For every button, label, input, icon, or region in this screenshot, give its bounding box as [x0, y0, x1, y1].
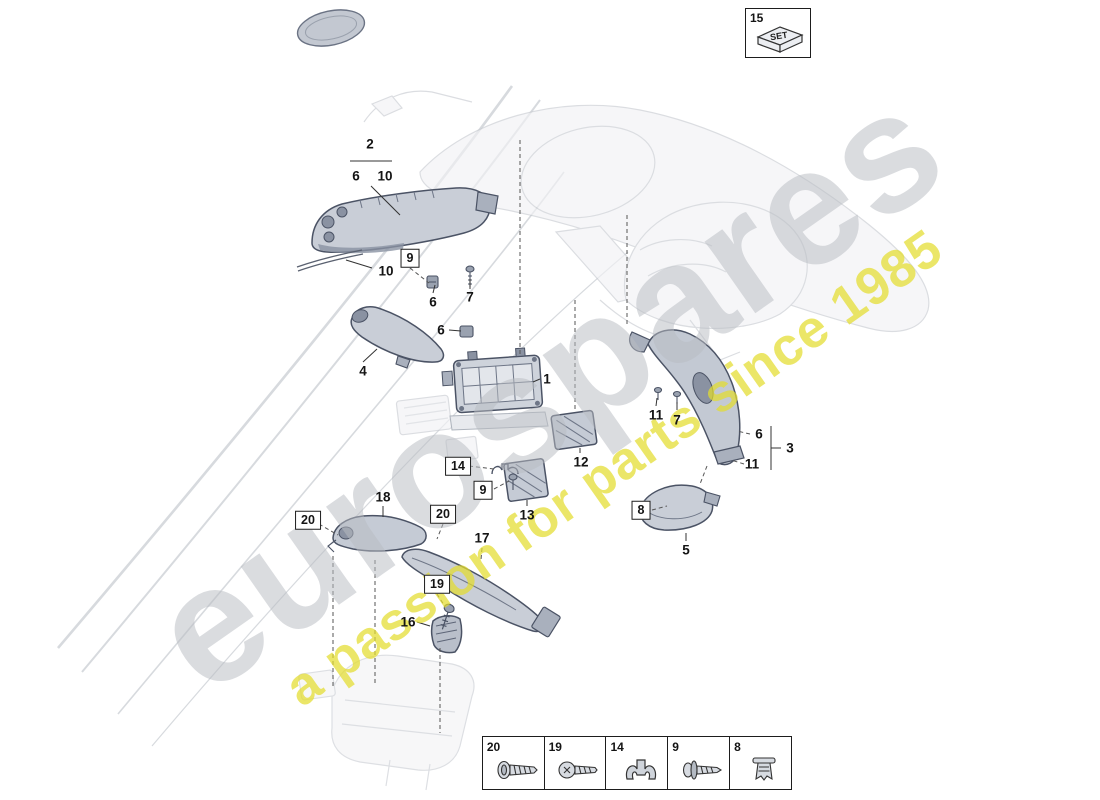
washer-screw-icon [683, 760, 723, 780]
part-19-screw [440, 603, 455, 630]
part-11-screw [653, 386, 663, 400]
legend-cell-8: 8 [729, 736, 793, 790]
part-4-side-duct [350, 306, 445, 369]
dashboard-ghost [363, 90, 930, 463]
part-14-clip [491, 463, 519, 475]
legend-cell-14: 14 [605, 736, 669, 790]
part-callout-13: 13 [519, 507, 535, 523]
part-17-duct [401, 548, 561, 638]
part-16-elbow [430, 615, 463, 654]
expanding-rivet-icon [752, 757, 776, 781]
part-callout-6: 6 [352, 168, 360, 184]
dashed-reference-lines [318, 140, 751, 733]
part-callout-5: 5 [682, 542, 690, 558]
leader-lines [345, 160, 781, 627]
console-ghost [298, 654, 475, 791]
part-callout-6: 6 [429, 294, 437, 310]
part-3-side-duct [629, 329, 745, 466]
part-callout-7: 7 [673, 412, 681, 428]
part-callout-6: 6 [755, 426, 763, 442]
part-7-screw-right [672, 390, 682, 404]
part-callout-19-boxed: 19 [424, 574, 450, 594]
part-callout-7: 7 [466, 289, 474, 305]
part-callout-10: 10 [377, 168, 393, 184]
round-head-screw-icon [558, 761, 598, 779]
legend-cell-20: 20 [481, 736, 545, 790]
part-callout-6: 6 [437, 322, 445, 338]
legend-number: 20 [486, 740, 501, 754]
legend-number: 8 [734, 740, 741, 754]
part-callout-4: 4 [359, 363, 367, 379]
set-box-15: 15 SET [745, 8, 811, 58]
part-callout-17: 17 [474, 530, 490, 546]
set-label: SET [769, 30, 788, 43]
part-callout-20-boxed: 20 [430, 504, 456, 524]
part-callout-2: 2 [366, 136, 374, 152]
part-callout-16: 16 [400, 614, 416, 630]
part-callout-18: 18 [375, 489, 391, 505]
pan-head-screw-icon [497, 760, 538, 780]
set-package-icon: SET [756, 26, 804, 53]
part-callout-10: 10 [378, 263, 394, 279]
part-callout-8-boxed: 8 [631, 500, 651, 520]
part-callout-3: 3 [786, 440, 794, 456]
pad-part [296, 9, 366, 47]
part-1-center-vent [441, 347, 544, 414]
legend-cell-19: 19 [543, 736, 607, 790]
spring-clip-icon [626, 759, 657, 780]
part-9-screw [508, 473, 518, 490]
set-box-number: 15 [750, 11, 764, 25]
part-12-grille [550, 409, 598, 451]
legend-cell-9: 9 [667, 736, 731, 790]
part-callout-20-boxed: 20 [295, 510, 321, 530]
part-callout-11: 11 [744, 456, 760, 472]
legend-number: 9 [672, 740, 679, 754]
part-callout-9-boxed: 9 [473, 480, 493, 500]
part-callout-12: 12 [573, 454, 589, 470]
part-10-seal-strip [296, 249, 364, 272]
legend-number: 14 [610, 740, 624, 754]
part-callout-1: 1 [543, 371, 551, 387]
part-18-duct [327, 514, 427, 553]
fastener-legend: 20 19 14 [481, 736, 793, 790]
part-6-bracket [459, 325, 474, 338]
part-2-defroster-duct [311, 187, 499, 254]
part-callout-9-boxed: 9 [400, 248, 420, 268]
legend-number: 19 [548, 740, 562, 754]
part-callout-14-boxed: 14 [445, 456, 471, 476]
part-5-duct [639, 484, 721, 531]
part-1-lower-tray [449, 411, 549, 431]
part-callout-11: 11 [648, 407, 664, 423]
